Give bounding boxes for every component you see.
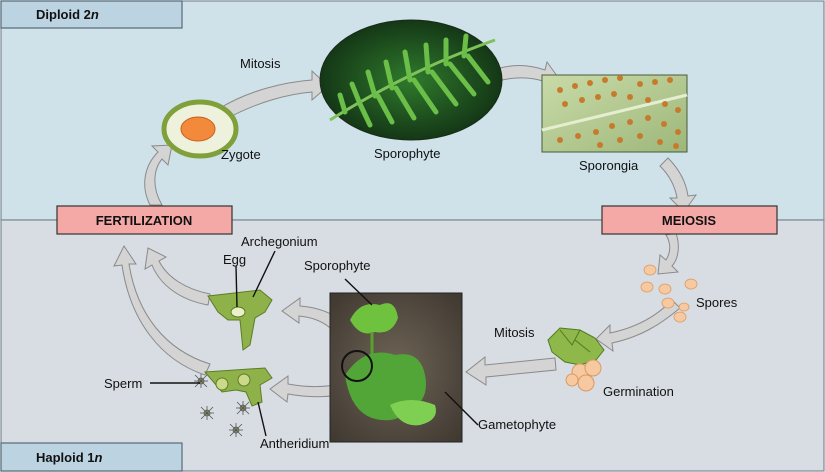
arrow-spores-to-germination (595, 299, 681, 353)
sperm-illustration (194, 374, 250, 437)
label-mitosis-bottom: Mitosis (494, 325, 535, 340)
arrow-fertilization-to-zygote (144, 144, 173, 206)
spores-illustration (640, 264, 698, 323)
label-sperm: Sperm (104, 376, 142, 391)
fertilization-box: FERTILIZATION (56, 205, 233, 235)
leader-egg (235, 265, 238, 308)
arrow-antheridium-to-fertilization (113, 245, 211, 376)
label-germination: Germination (603, 384, 674, 399)
arrow-meiosis-to-spores (657, 232, 680, 275)
label-antheridium: Antheridium (260, 436, 329, 451)
svg-text:MEIOSIS: MEIOSIS (662, 213, 717, 228)
leader-archegonium (252, 250, 276, 298)
arrow-zygote-to-sporophyte (219, 69, 329, 119)
gametophyte-photo (329, 292, 463, 443)
arrow-germination-to-gametophyte (465, 355, 557, 386)
svg-text:Diploid 2n: Diploid 2n (36, 7, 99, 22)
antheridium-illustration (203, 367, 273, 407)
leader-antheridium (257, 401, 267, 437)
label-mitosis-top: Mitosis (240, 56, 281, 71)
label-zygote: Zygote (221, 147, 261, 162)
arrow-archegonium-to-fertilization (144, 247, 211, 306)
germination-illustration (547, 327, 605, 392)
haploid-header: Haploid 1n (0, 442, 183, 472)
label-sporophyte-young: Sporophyte (304, 258, 371, 273)
label-egg: Egg (223, 252, 246, 267)
label-sporangia: Sporongia (579, 158, 639, 173)
svg-text:Haploid 1n: Haploid 1n (36, 450, 103, 465)
leader-gametophyte (444, 391, 479, 426)
label-spores: Spores (696, 295, 738, 310)
meiosis-box: MEIOSIS (601, 205, 778, 235)
label-archegonium: Archegonium (241, 234, 318, 249)
sporophyte-fern-image (319, 19, 503, 141)
zygote-illustration (161, 99, 239, 159)
label-gametophyte: Gametophyte (478, 417, 556, 432)
arrow-sporangia-to-meiosis (659, 157, 698, 213)
leader-sporophyte-young (344, 278, 373, 306)
sporangia-image (541, 74, 688, 153)
leader-lines (150, 250, 479, 437)
diploid-header: Diploid 2n (0, 0, 183, 29)
archegonium-illustration (207, 289, 273, 351)
svg-text:FERTILIZATION: FERTILIZATION (96, 213, 193, 228)
label-sporophyte-top: Sporophyte (374, 146, 441, 161)
